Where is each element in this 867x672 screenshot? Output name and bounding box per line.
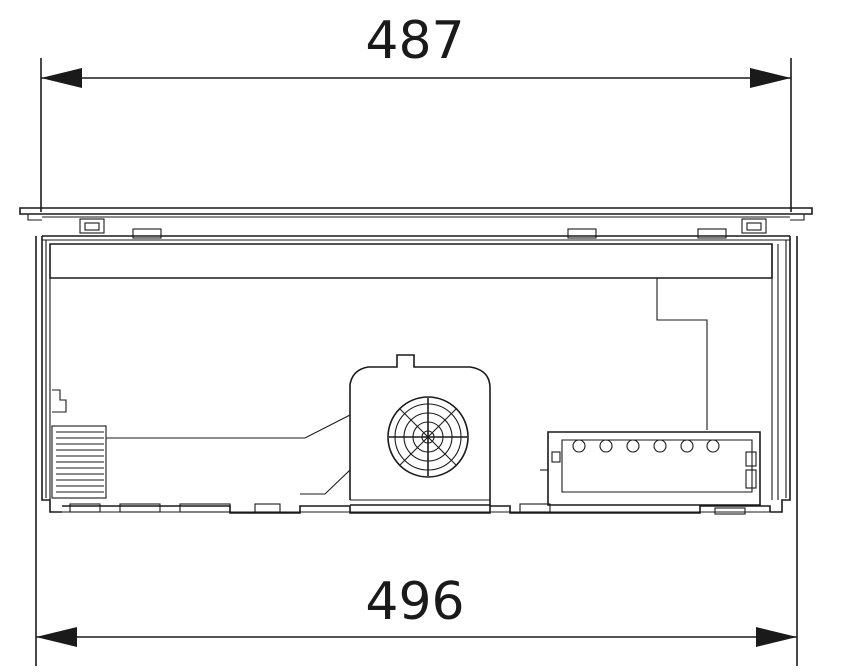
internal-channel (106, 278, 708, 495)
lid-flange (19, 207, 813, 239)
socket-hole-5 (680, 439, 694, 453)
lid-clip-right (741, 218, 767, 234)
box-body (41, 235, 791, 514)
socket-hole-1 (572, 439, 586, 453)
fan-icon (387, 396, 469, 478)
top-dimension: 487 (40, 11, 792, 212)
vent-grille (51, 389, 107, 499)
socket-module (540, 431, 761, 506)
socket-hole-4 (653, 439, 667, 453)
lid-clip-left (79, 218, 105, 234)
bottom-dimension: 496 (35, 236, 798, 666)
socket-hole-3 (626, 439, 640, 453)
fan-housing (349, 354, 491, 506)
bottom-arrow-left (36, 627, 77, 647)
top-arrow-left (41, 68, 82, 88)
bottom-feet (69, 503, 746, 515)
top-dimension-value: 487 (365, 11, 464, 71)
top-arrow-right (750, 68, 791, 88)
socket-hole-2 (599, 439, 613, 453)
bottom-dimension-value: 496 (365, 572, 464, 632)
bottom-arrow-right (756, 627, 797, 647)
socket-hole-6 (706, 439, 720, 453)
